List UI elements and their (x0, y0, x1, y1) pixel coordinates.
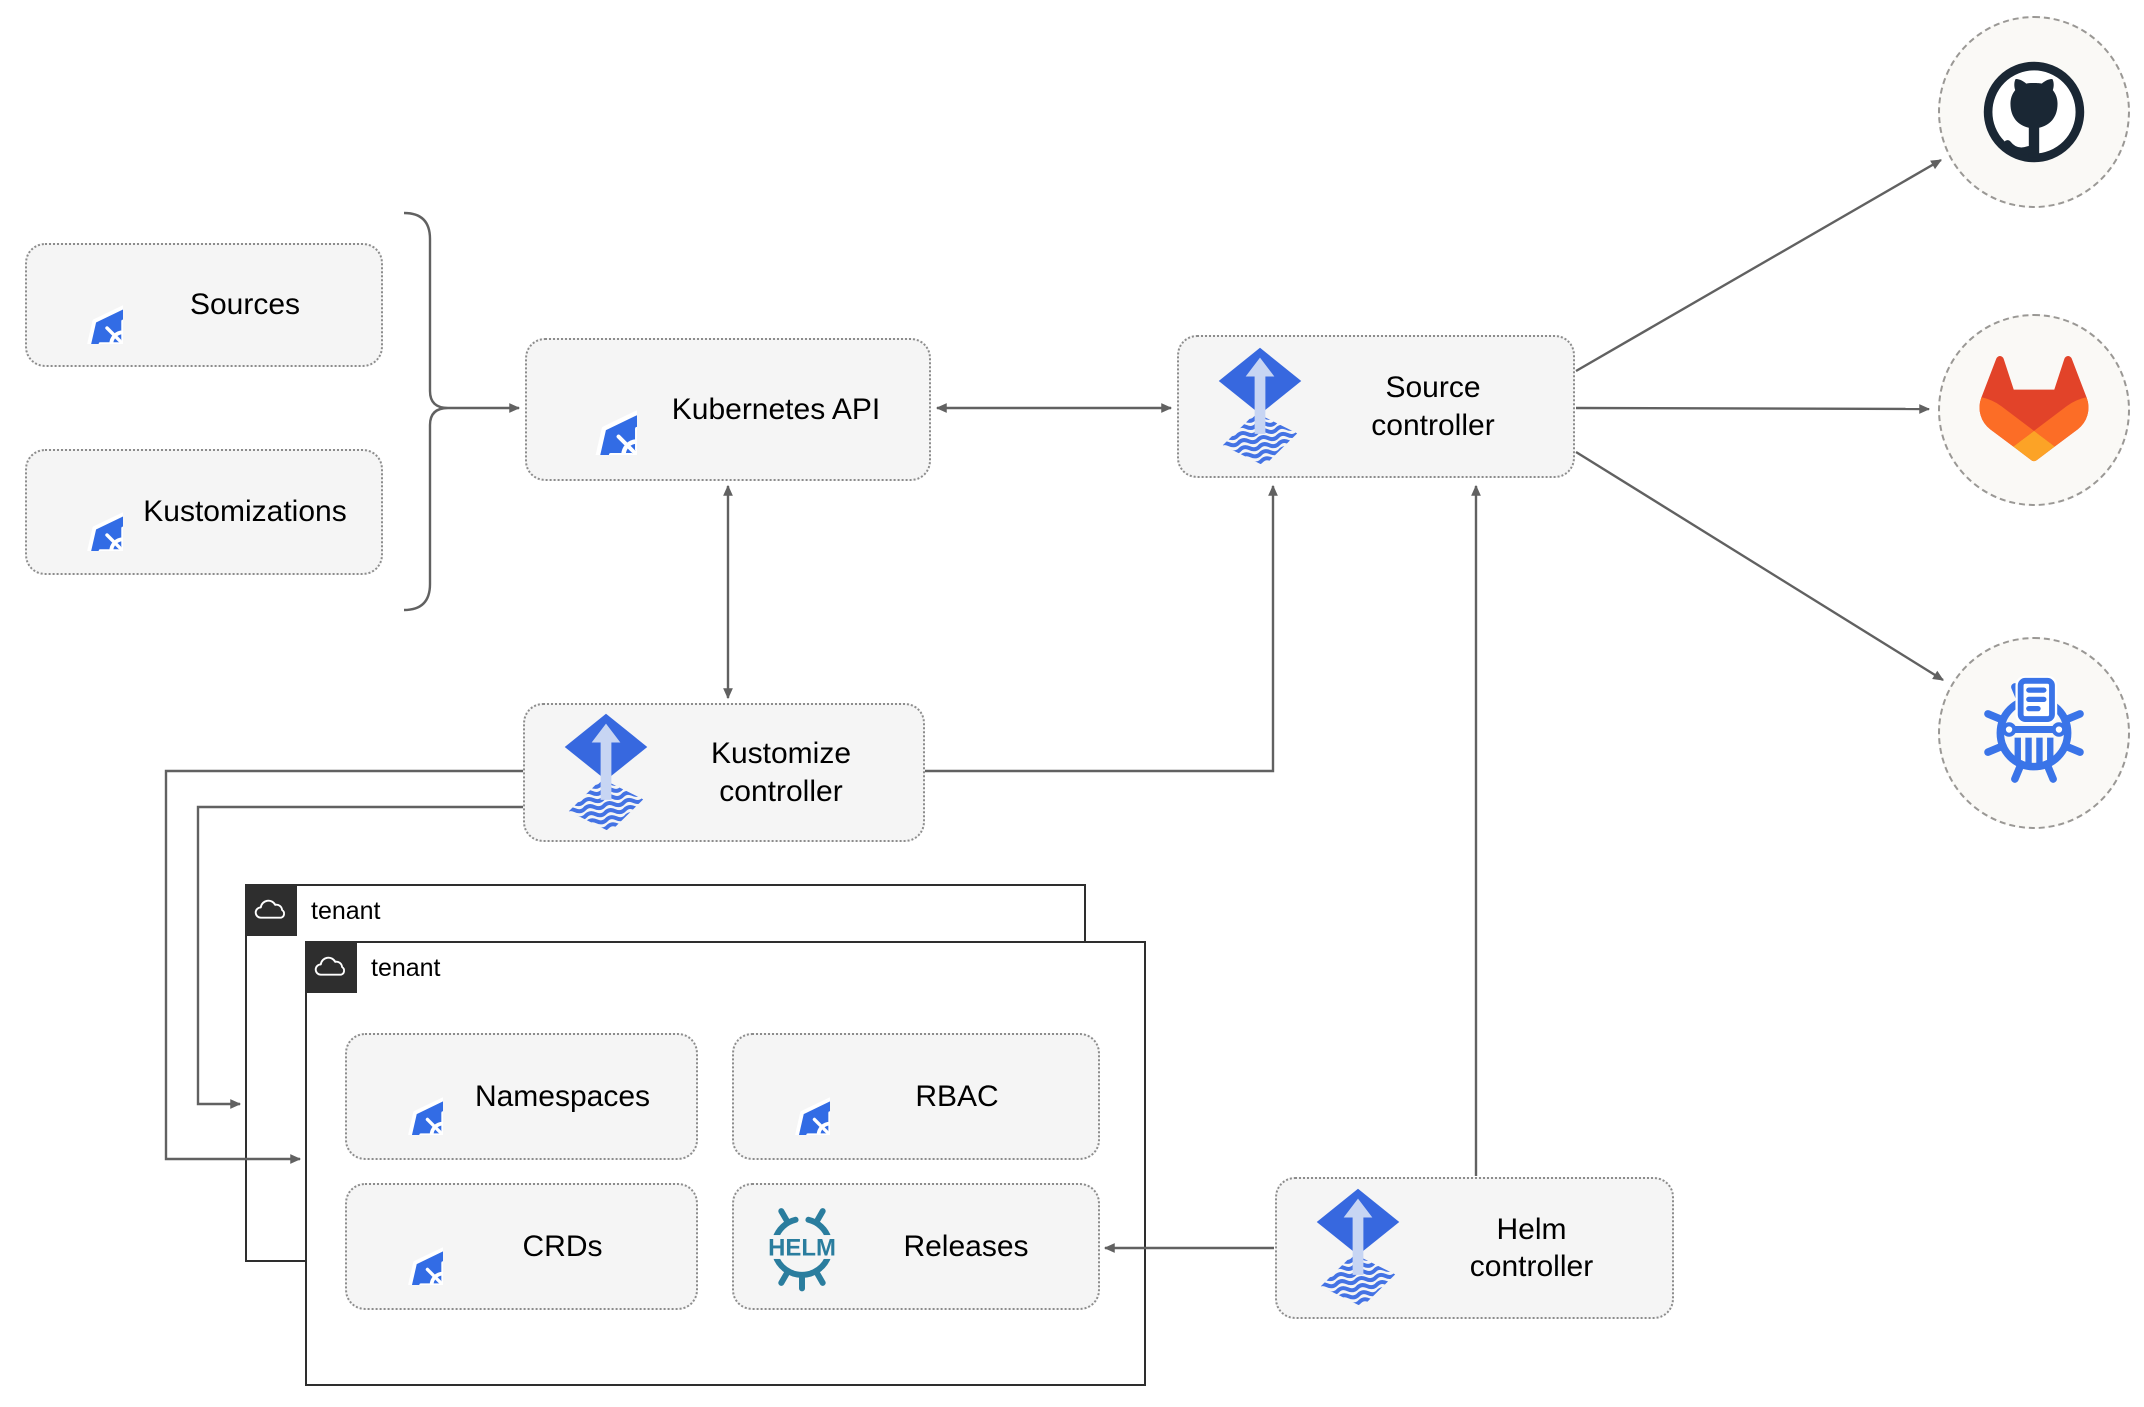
node-kubernetes-api: Kubernetes API (525, 338, 931, 481)
node-source-controller: Source controller (1177, 335, 1575, 478)
kubernetes-icon (754, 1059, 830, 1135)
cloud-icon (314, 954, 348, 980)
node-crds-label: CRDs (522, 1229, 603, 1263)
kubernetes-icon (367, 1059, 443, 1135)
edge-group-brace (403, 211, 449, 612)
kubernetes-icon (547, 365, 637, 455)
flux-icon (559, 712, 653, 834)
node-namespaces-label: Namespaces (474, 1079, 651, 1113)
kubernetes-icon (45, 266, 123, 344)
tenant-outer-tab (245, 884, 297, 936)
node-kustomize-controller: Kustomize controller (523, 703, 925, 842)
node-kustomizations-label: Kustomizations (143, 495, 347, 529)
flux-icon (1311, 1187, 1405, 1309)
chartmuseum-icon (1984, 675, 2084, 783)
node-releases: HELM Releases (732, 1183, 1100, 1310)
node-crds: CRDs (345, 1183, 698, 1310)
node-releases-label: Releases (903, 1229, 1029, 1263)
gitlab-repo-circle (1938, 314, 2130, 506)
node-rbac-label: RBAC (915, 1079, 999, 1113)
node-namespaces: Namespaces (345, 1033, 698, 1160)
node-kubernetes-api-label: Kubernetes API (671, 392, 881, 426)
tenant-box-inner: tenant (305, 941, 1146, 1386)
tenant-inner-tab (305, 941, 357, 993)
edge-kustomize-to-source-controller (925, 484, 1278, 773)
github-icon (1983, 61, 2085, 163)
node-source-controller-label: Source controller (1371, 371, 1495, 442)
node-sources: Sources (25, 243, 383, 367)
gitlab-icon (1979, 356, 2089, 462)
edge-source-to-gitlab (1575, 404, 1931, 414)
node-kustomizations: Kustomizations (25, 449, 383, 575)
cloud-icon (254, 897, 288, 923)
kubernetes-icon (45, 473, 123, 551)
node-helm-controller: Helm controller (1275, 1177, 1674, 1319)
tenant-inner-label: tenant (371, 953, 441, 982)
node-helm-controller-label: Helm controller (1469, 1212, 1594, 1284)
helm-logo-text: HELM (768, 1234, 836, 1261)
github-repo-circle (1938, 16, 2130, 208)
node-rbac: RBAC (732, 1033, 1100, 1160)
edge-source-to-chartmuseum (1575, 450, 1944, 682)
tenant-outer-label: tenant (311, 896, 381, 925)
node-kustomize-controller-label: Kustomize controller (710, 737, 852, 808)
flux-icon (1213, 346, 1307, 468)
helm-icon: HELM (756, 1201, 848, 1293)
kubernetes-icon (367, 1209, 443, 1285)
edge-source-to-github (1575, 158, 1942, 373)
chartmuseum-repo-circle (1938, 637, 2130, 829)
node-sources-label: Sources (189, 288, 301, 322)
